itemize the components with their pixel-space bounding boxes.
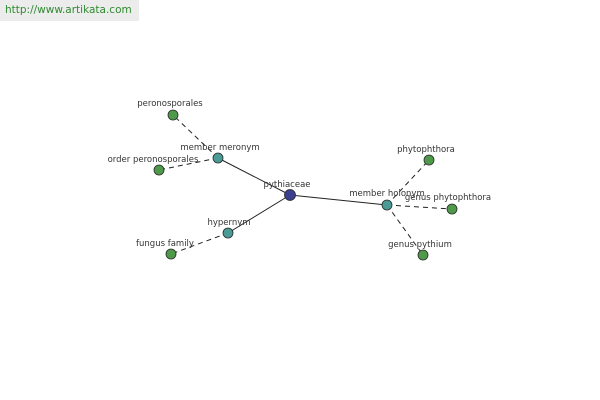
node-genus-pythium[interactable] [417, 249, 429, 261]
edge-hypernym-to-fungus-family [170, 232, 229, 255]
node-label-genus-phytophthora[interactable]: genus phytophthora [405, 193, 491, 203]
edge-member-holonym-to-genus-phytophthora [386, 204, 453, 210]
edge-member-meronym-to-peronosporales [172, 114, 219, 159]
edge-pythiaceae-to-member-holonym [289, 194, 388, 206]
graph-labels: pythiaceae member meronym hypernym member h… [108, 99, 492, 250]
node-genus-phytophthora[interactable] [446, 203, 458, 215]
node-member-holonym[interactable] [381, 199, 393, 211]
node-label-genus-pythium[interactable]: genus pythium [388, 240, 452, 250]
node-pythiaceae[interactable] [284, 189, 296, 201]
node-label-member-meronym[interactable]: member meronym [180, 143, 259, 153]
node-peronosporales[interactable] [167, 109, 179, 121]
graph-edges [158, 114, 453, 256]
node-fungus-family[interactable] [165, 248, 177, 260]
edge-pythiaceae-to-member-meronym [217, 157, 291, 196]
node-label-member-holonym[interactable]: member holonym [349, 189, 424, 199]
node-hypernym[interactable] [222, 227, 234, 239]
site-url-banner[interactable]: http://www.artikata.com [0, 0, 139, 21]
node-label-order-peronosporales[interactable]: order peronosporales [108, 155, 199, 165]
graph-nodes [153, 109, 458, 261]
edge-member-holonym-to-genus-pythium [386, 204, 424, 256]
node-label-fungus-family[interactable]: fungus family [136, 239, 194, 249]
node-label-peronosporales[interactable]: peronosporales [137, 99, 203, 109]
node-phytophthora[interactable] [423, 154, 435, 166]
edge-pythiaceae-to-hypernym [227, 194, 291, 234]
node-label-hypernym[interactable]: hypernym [207, 218, 250, 228]
edge-member-holonym-to-phytophthora [386, 159, 430, 206]
node-label-pythiaceae[interactable]: pythiaceae [263, 180, 310, 190]
node-member-meronym[interactable] [212, 152, 224, 164]
node-label-phytophthora[interactable]: phytophthora [397, 145, 455, 155]
edge-member-meronym-to-order-peronosporales [158, 157, 219, 171]
node-order-peronosporales[interactable] [153, 164, 165, 176]
